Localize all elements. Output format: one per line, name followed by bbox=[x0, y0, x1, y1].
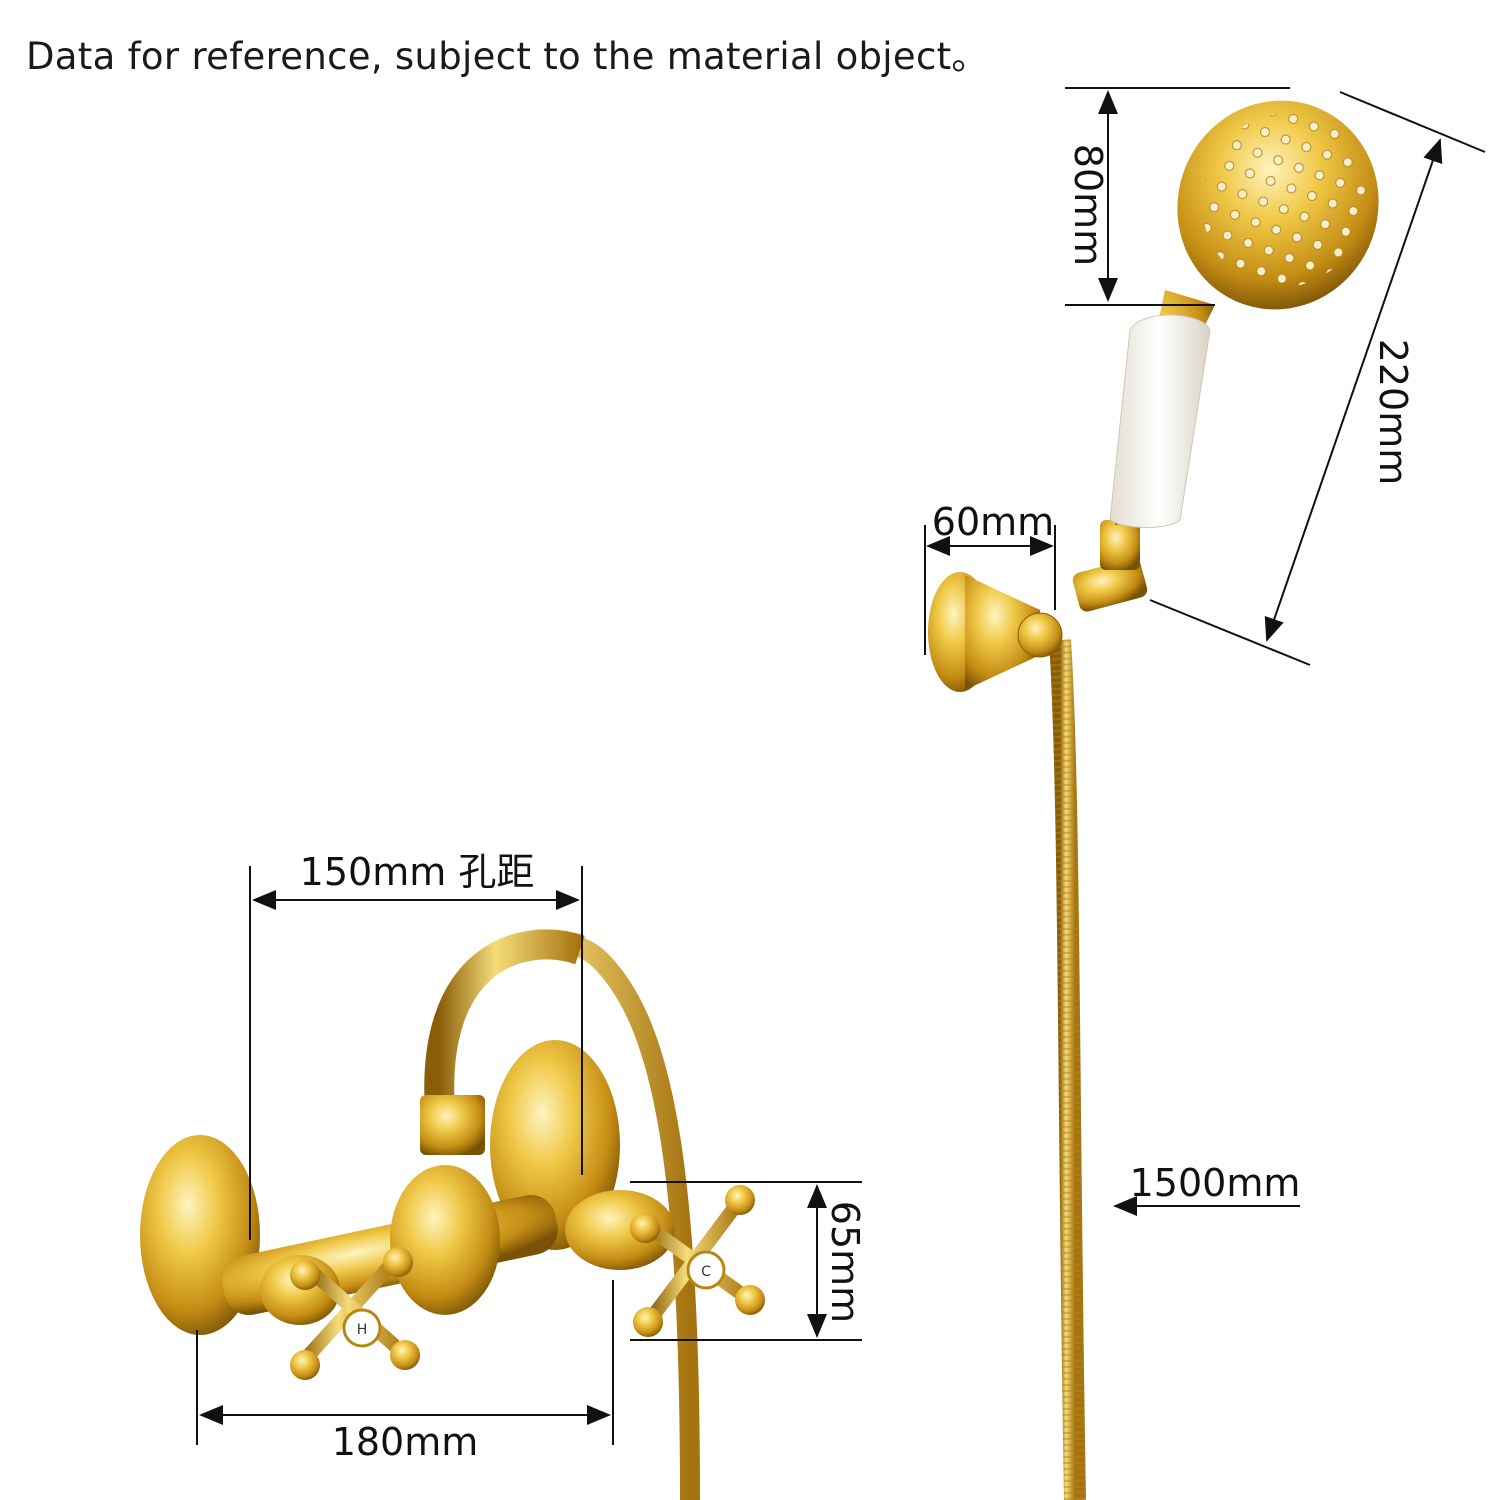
cold-handle[interactable]: C bbox=[630, 1185, 765, 1337]
dimension-handheld-length: 220mm bbox=[1371, 339, 1415, 486]
dimension-lines bbox=[196, 87, 1486, 1445]
hot-label: H bbox=[357, 1322, 368, 1338]
cold-label: C bbox=[701, 1264, 711, 1280]
hot-handle[interactable]: H bbox=[290, 1247, 420, 1380]
shower-hose bbox=[1049, 639, 1086, 1500]
dimension-head-diameter: 80mm bbox=[1066, 144, 1110, 266]
dimension-holder-width: 60mm bbox=[932, 500, 1054, 544]
reference-caption: Data for reference, subject to the mater… bbox=[26, 35, 989, 78]
dimension-hole-spacing: 150mm 孔距 bbox=[300, 850, 535, 894]
hand-shower bbox=[1109, 100, 1379, 528]
dimension-handle-height: 65mm bbox=[823, 1201, 867, 1323]
wall-faucet: H C bbox=[140, 929, 765, 1500]
dimension-hose-length: 1500mm bbox=[1130, 1161, 1301, 1205]
dimension-faucet-width: 180mm bbox=[332, 1420, 479, 1464]
wall-holder bbox=[928, 520, 1148, 692]
